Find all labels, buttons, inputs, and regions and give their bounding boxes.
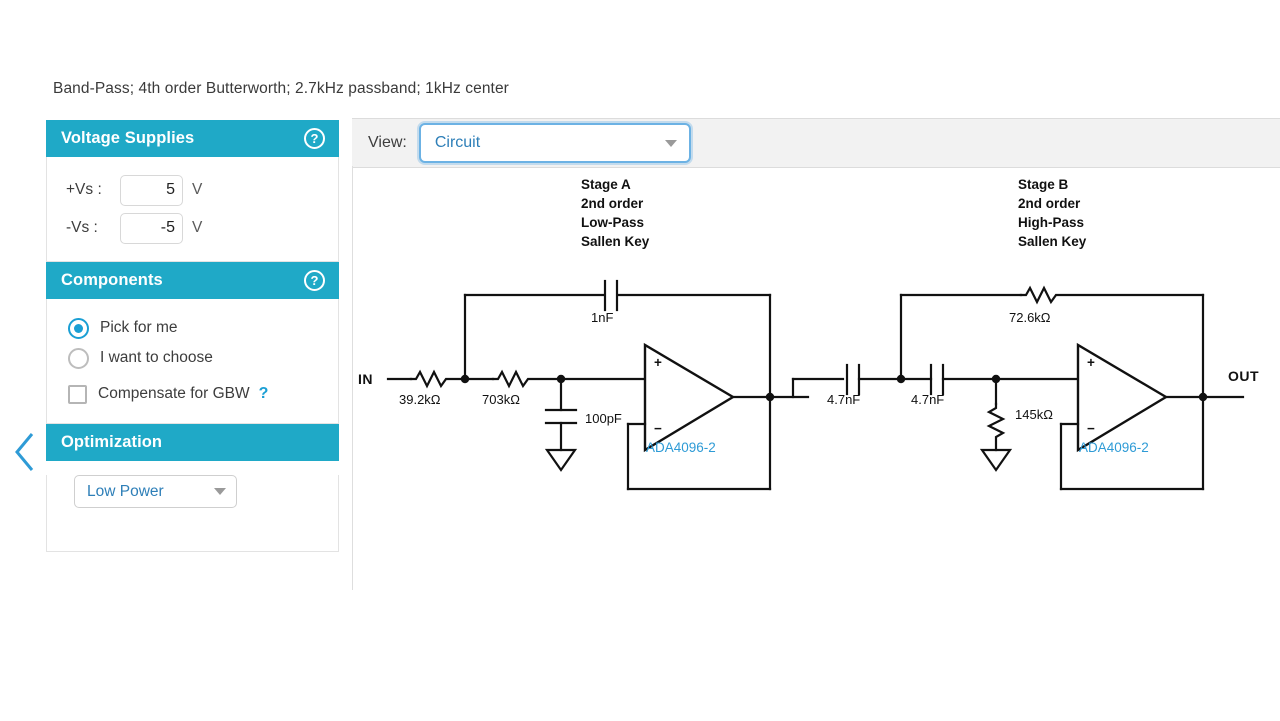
radio-label-i-want-to-choose: I want to choose	[100, 349, 213, 366]
help-icon[interactable]: ?	[304, 270, 325, 291]
resistor-72k6	[1019, 285, 1205, 305]
opamp-a-plus-pin: +	[654, 355, 662, 370]
panel-title: Voltage Supplies	[61, 129, 195, 147]
opamp-b-plus-pin: +	[1087, 355, 1095, 370]
panel-header-voltage-supplies: Voltage Supplies ?	[46, 120, 339, 157]
optimization-select[interactable]: Low Power	[74, 475, 237, 508]
content-divider	[352, 166, 353, 590]
panel-body-components: Pick for me I want to choose Compensate …	[46, 299, 339, 424]
chevron-down-icon	[664, 139, 677, 147]
value-resistor-39k2: 39.2kΩ	[399, 392, 441, 407]
stage-a-caption-line-3: Low-Pass	[581, 215, 644, 230]
panel-components: Components ? Pick for me I want to choos…	[46, 262, 339, 424]
stage-a-caption: Stage A 2nd order Low-Pass Sallen Key	[581, 177, 650, 249]
resistor-145k	[986, 402, 1006, 452]
positive-supply-input[interactable]	[120, 174, 183, 206]
chevron-down-icon	[214, 488, 226, 495]
value-resistor-703k: 703kΩ	[482, 392, 520, 407]
help-icon-compensate-gbw[interactable]: ?	[258, 385, 269, 402]
junction-dots	[460, 374, 1208, 402]
opamp-stage-a	[643, 342, 736, 453]
panel-title: Components	[61, 271, 163, 289]
value-capacitor-47nf-2: 4.7nF	[911, 392, 944, 407]
page-title: Band-Pass; 4th order Butterworth; 2.7kHz…	[53, 80, 509, 97]
checkbox-row-compensate-gbw[interactable]: Compensate for GBW ?	[47, 379, 338, 409]
opamp-b-minus-pin: −	[1087, 421, 1095, 436]
stage-a-caption-line-4: Sallen Key	[581, 234, 650, 249]
opamp-a-part-number: ADA4096-2	[646, 440, 716, 455]
sidebar: Voltage Supplies ? +Vs : V -Vs : V Compo…	[46, 120, 339, 552]
stage-b-caption-line-3: High-Pass	[1018, 215, 1084, 230]
stage-a-caption-line-1: Stage A	[581, 177, 631, 192]
field-row-negative-supply: -Vs : V	[47, 209, 338, 247]
positive-supply-unit: V	[192, 181, 203, 198]
stage-b-caption-line-2: 2nd order	[1018, 196, 1081, 211]
panel-title: Optimization	[61, 433, 163, 451]
value-capacitor-100pf: 100pF	[585, 411, 622, 426]
negative-supply-unit: V	[192, 219, 203, 236]
stage-a-caption-line-2: 2nd order	[581, 196, 644, 211]
view-select[interactable]: Circuit	[418, 123, 691, 163]
value-capacitor-47nf-1: 4.7nF	[827, 392, 860, 407]
panel-header-optimization: Optimization	[46, 424, 339, 461]
radio-icon-i-want-to-choose[interactable]	[68, 347, 89, 369]
field-row-positive-supply: +Vs : V	[47, 171, 338, 209]
stage-b-caption-line-1: Stage B	[1018, 177, 1069, 192]
negative-supply-input[interactable]	[120, 212, 183, 244]
resistor-703k	[491, 369, 563, 389]
radio-label-pick-for-me: Pick for me	[100, 319, 178, 336]
chevron-left-icon	[15, 433, 34, 471]
panel-body-optimization: Low Power	[46, 475, 339, 552]
radio-icon-pick-for-me[interactable]	[68, 317, 89, 339]
panel-voltage-supplies: Voltage Supplies ? +Vs : V -Vs : V	[46, 120, 339, 262]
circuit-canvas: + − + − IN OUT Stage A 2nd order Low-Pas…	[353, 167, 1280, 587]
panel-optimization: Optimization Low Power	[46, 424, 339, 552]
opamp-stage-b	[1076, 342, 1169, 453]
radio-row-pick-for-me[interactable]: Pick for me	[47, 313, 338, 343]
view-label: View:	[368, 134, 407, 151]
negative-supply-label: -Vs :	[66, 219, 98, 236]
radio-row-i-want-to-choose[interactable]: I want to choose	[47, 343, 338, 373]
panel-body-voltage-supplies: +Vs : V -Vs : V	[46, 157, 339, 262]
label-out: OUT	[1228, 368, 1259, 384]
ground-symbol-stage-b	[979, 448, 1013, 472]
help-icon[interactable]: ?	[304, 128, 325, 149]
positive-supply-label: +Vs :	[66, 181, 102, 198]
value-resistor-145k: 145kΩ	[1015, 407, 1053, 422]
resistor-39k2	[409, 369, 467, 389]
view-select-value: Circuit	[434, 134, 481, 151]
view-toolbar: View: Circuit	[352, 118, 1280, 168]
value-resistor-72k6: 72.6kΩ	[1009, 310, 1051, 325]
checkbox-icon-compensate-gbw[interactable]	[68, 384, 87, 404]
checkbox-label-compensate-gbw: Compensate for GBW	[98, 385, 250, 402]
optimization-select-value: Low Power	[87, 482, 164, 500]
ground-symbol-stage-a	[544, 448, 578, 472]
opamp-a-minus-pin: −	[654, 421, 662, 436]
panel-header-components: Components ?	[46, 262, 339, 299]
opamp-b-part-number: ADA4096-2	[1079, 440, 1149, 455]
stage-b-caption-line-4: Sallen Key	[1018, 234, 1087, 249]
stage-b-caption: Stage B 2nd order High-Pass Sallen Key	[1018, 177, 1087, 249]
label-in: IN	[358, 371, 373, 387]
sidebar-collapse-button[interactable]	[12, 430, 38, 474]
value-capacitor-1nf: 1nF	[591, 310, 613, 325]
